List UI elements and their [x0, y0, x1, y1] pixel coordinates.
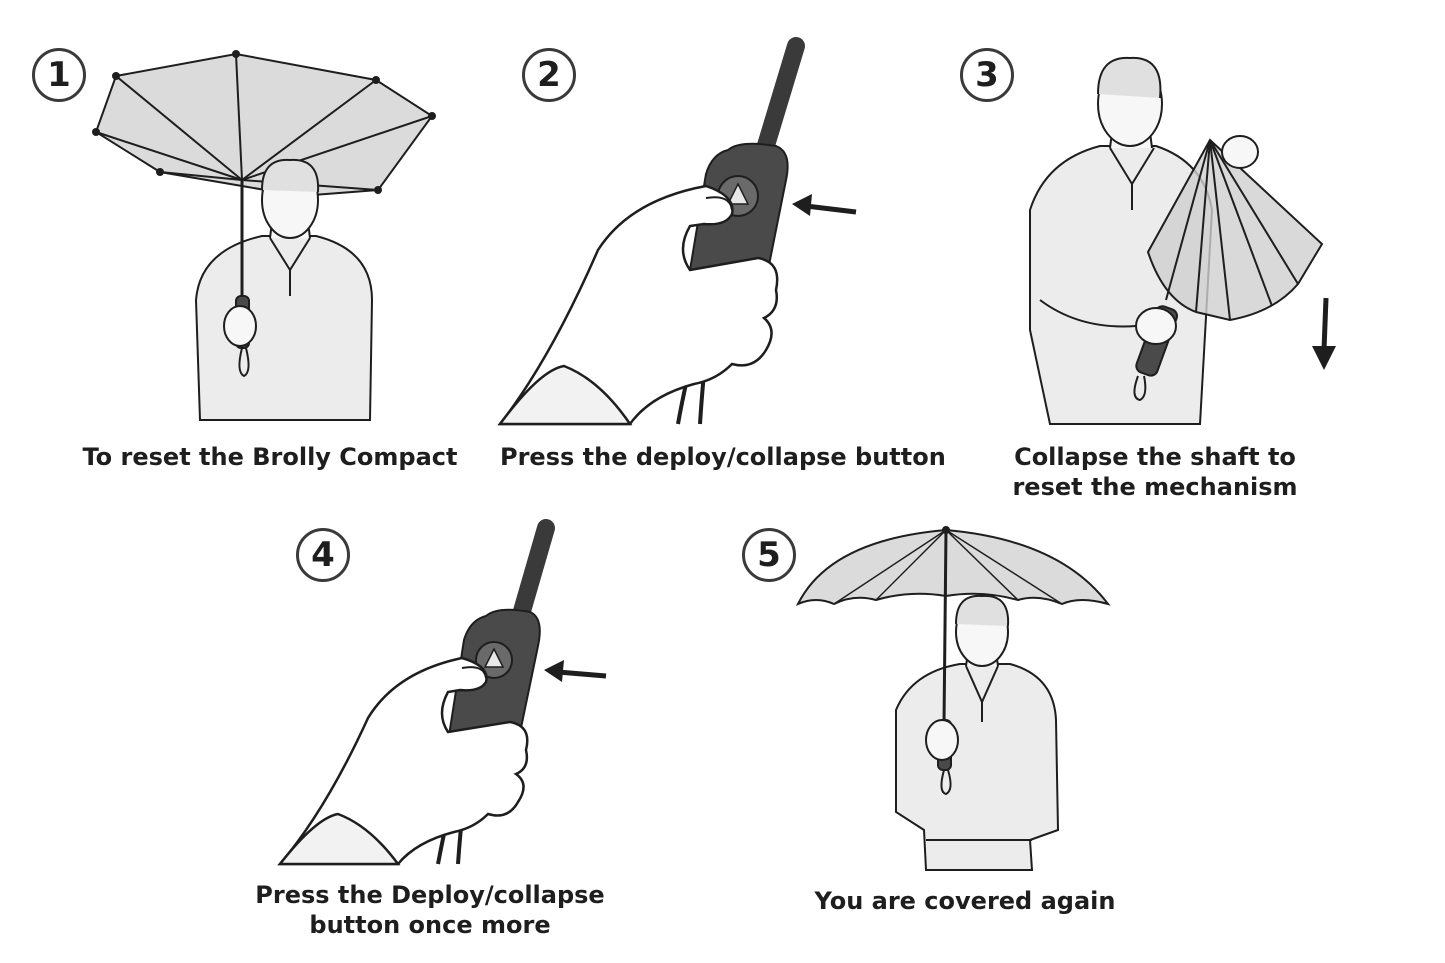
step-number-badge: 2: [522, 48, 576, 102]
step-4: 4 Press the Deploy/collapse button once …: [240, 500, 720, 963]
inverted-umbrella-person-icon: [92, 50, 436, 421]
step-number-badge: 3: [960, 48, 1014, 102]
step-caption: Press the Deploy/collapse button once mo…: [255, 881, 605, 939]
step-caption: To reset the Brolly Compact: [82, 443, 458, 471]
step-number-badge: 1: [32, 48, 86, 102]
hand-press-button-icon: [277, 519, 607, 866]
step-5: 5 You are covered again: [720, 500, 1200, 963]
step-2: 2 Press the deploy/collapse button: [480, 0, 960, 500]
collapse-umbrella-person-icon: [1029, 56, 1336, 425]
step-caption: Press the deploy/collapse button: [500, 443, 946, 471]
step-caption: You are covered again: [814, 887, 1116, 915]
step-number-badge: 4: [296, 528, 350, 582]
hand-press-button-icon: [497, 37, 857, 426]
step-3: 3 Collapse the shaft to reset the: [960, 0, 1445, 501]
step-caption: Collapse the shaft to reset the mechanis…: [1012, 443, 1298, 501]
step-number-badge: 5: [742, 528, 796, 582]
step-1: 1 To reset the Br: [0, 0, 480, 500]
open-umbrella-person-icon: [795, 526, 1111, 871]
